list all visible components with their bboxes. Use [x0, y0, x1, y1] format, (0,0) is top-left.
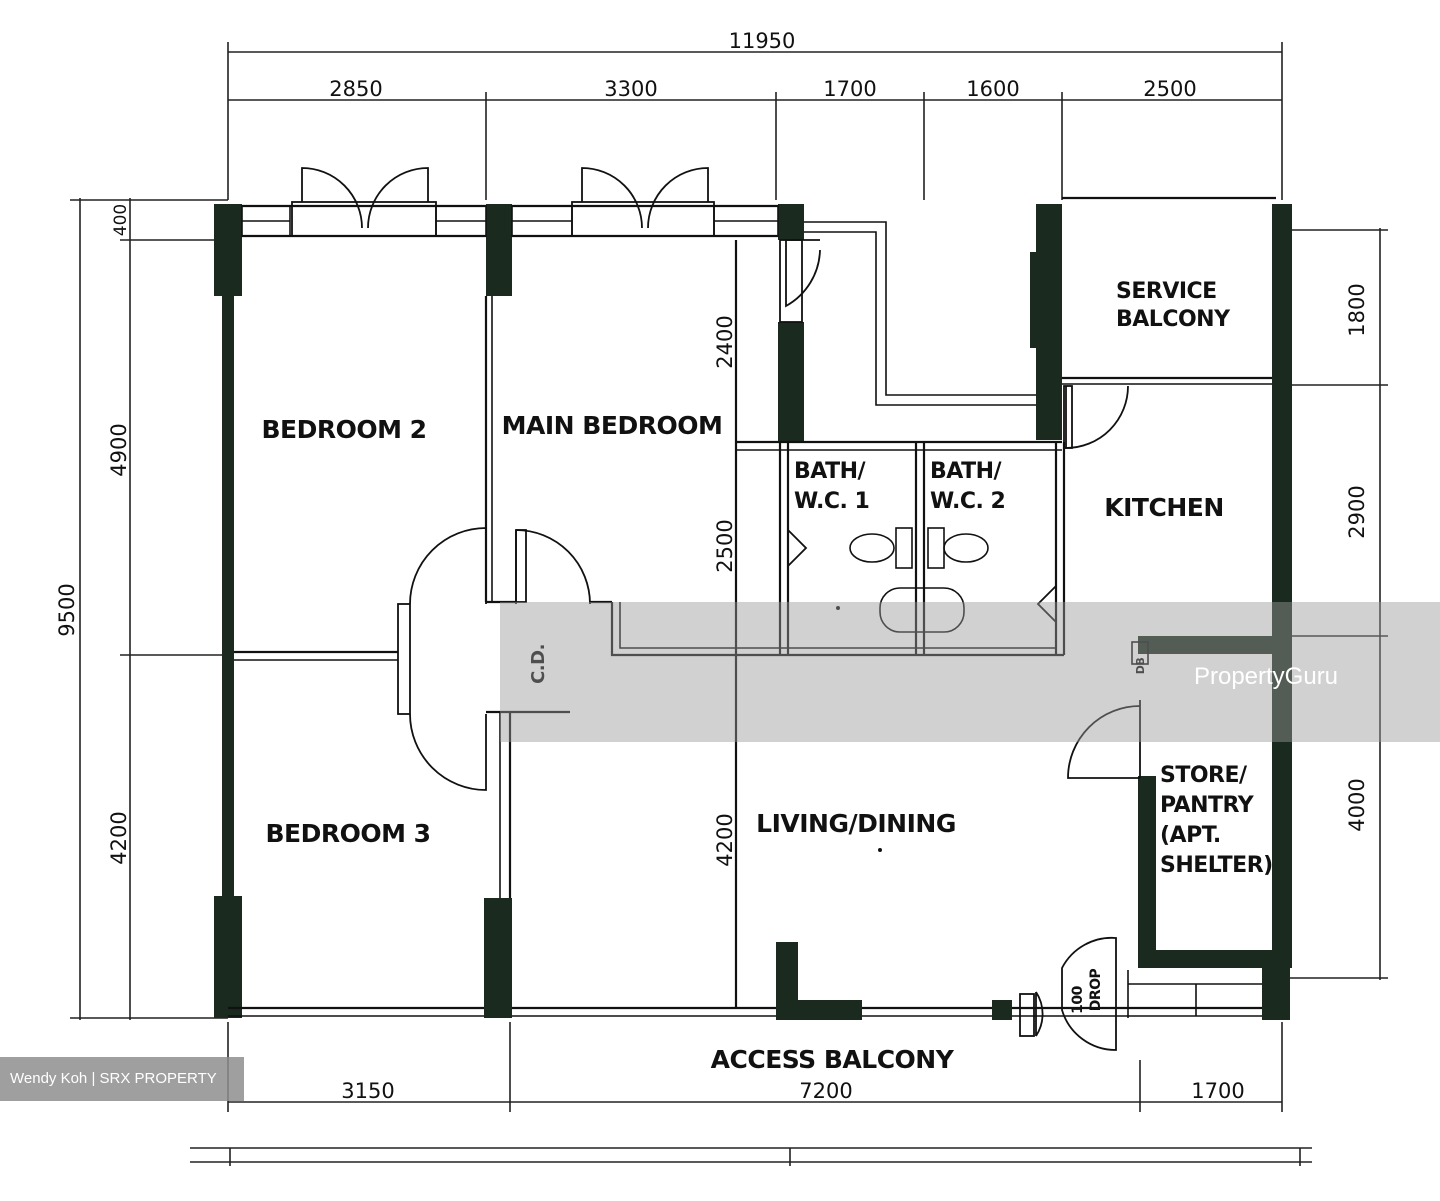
label-bath-1-line2: W.C. 1 [794, 489, 869, 514]
label-db: DB [1134, 658, 1147, 675]
doors [291, 167, 1141, 1051]
dim-inner-mid: 2500 [713, 519, 737, 572]
dim-top-5: 2500 [1143, 77, 1196, 101]
dim-right-2: 2900 [1345, 485, 1369, 538]
fixtures [836, 527, 1149, 852]
dim-bottom-1: 3150 [341, 1079, 394, 1103]
room-labels: BEDROOM 2 MAIN BEDROOM BEDROOM 3 BATH/ W… [261, 279, 1273, 1074]
right-dimensions: 1800 2900 4000 [1290, 228, 1388, 980]
label-bedroom-3: BEDROOM 3 [265, 819, 430, 848]
dim-top-3: 1700 [823, 77, 876, 101]
dim-top-total: 11950 [729, 29, 796, 53]
dim-right-1: 1800 [1345, 283, 1369, 336]
dim-left-total: 9500 [55, 583, 79, 636]
dim-inner-upper: 2400 [713, 315, 737, 368]
dim-top-2: 3300 [604, 77, 657, 101]
label-kitchen: KITCHEN [1104, 493, 1224, 522]
top-dimensions: 11950 2850 3300 1700 1600 2500 [227, 29, 1283, 200]
label-bath-2-line1: BATH/ [930, 459, 1003, 484]
dim-bottom-2: 7200 [799, 1079, 852, 1103]
label-store-line2: PANTRY [1160, 793, 1255, 818]
label-access-balcony: ACCESS BALCONY [711, 1045, 955, 1074]
walls [214, 196, 1292, 1020]
label-store-line1: STORE/ [1160, 763, 1248, 788]
label-cd: C.D. [528, 644, 549, 684]
dim-top-4: 1600 [966, 77, 1019, 101]
dim-inner-lower: 4200 [713, 813, 737, 866]
dim-right-3: 4000 [1345, 778, 1369, 831]
dim-bottom-3: 1700 [1191, 1079, 1244, 1103]
label-bath-2-line2: W.C. 2 [930, 489, 1005, 514]
label-service-line1: SERVICE [1116, 279, 1217, 304]
watermark: PropertyGuru [500, 602, 1440, 742]
label-refuse-2: DROP [1088, 968, 1104, 1011]
label-service-line2: BALCONY [1116, 307, 1231, 332]
label-refuse-1: 100 [1070, 985, 1086, 1013]
dim-left-1: 400 [111, 204, 131, 236]
inner-dimensions: 2400 2500 4200 [713, 315, 737, 866]
label-bath-1-line1: BATH/ [794, 459, 867, 484]
dim-left-2: 4900 [107, 423, 131, 476]
label-store-line3: (APT. [1160, 823, 1221, 848]
label-main-bedroom: MAIN BEDROOM [502, 411, 723, 440]
dim-left-3: 4200 [107, 811, 131, 864]
label-store-line4: SHELTER) [1160, 853, 1273, 878]
watermark-text: PropertyGuru [1194, 663, 1338, 690]
bottom-dimensions: 3150 7200 1700 [190, 1022, 1312, 1166]
photo-credit: Wendy Koh | SRX PROPERTY [0, 1057, 244, 1101]
left-dimensions: 9500 400 4900 4200 [55, 198, 228, 1020]
label-living-dining: LIVING/DINING [756, 809, 956, 838]
label-bedroom-2: BEDROOM 2 [261, 415, 426, 444]
dim-top-1: 2850 [329, 77, 382, 101]
